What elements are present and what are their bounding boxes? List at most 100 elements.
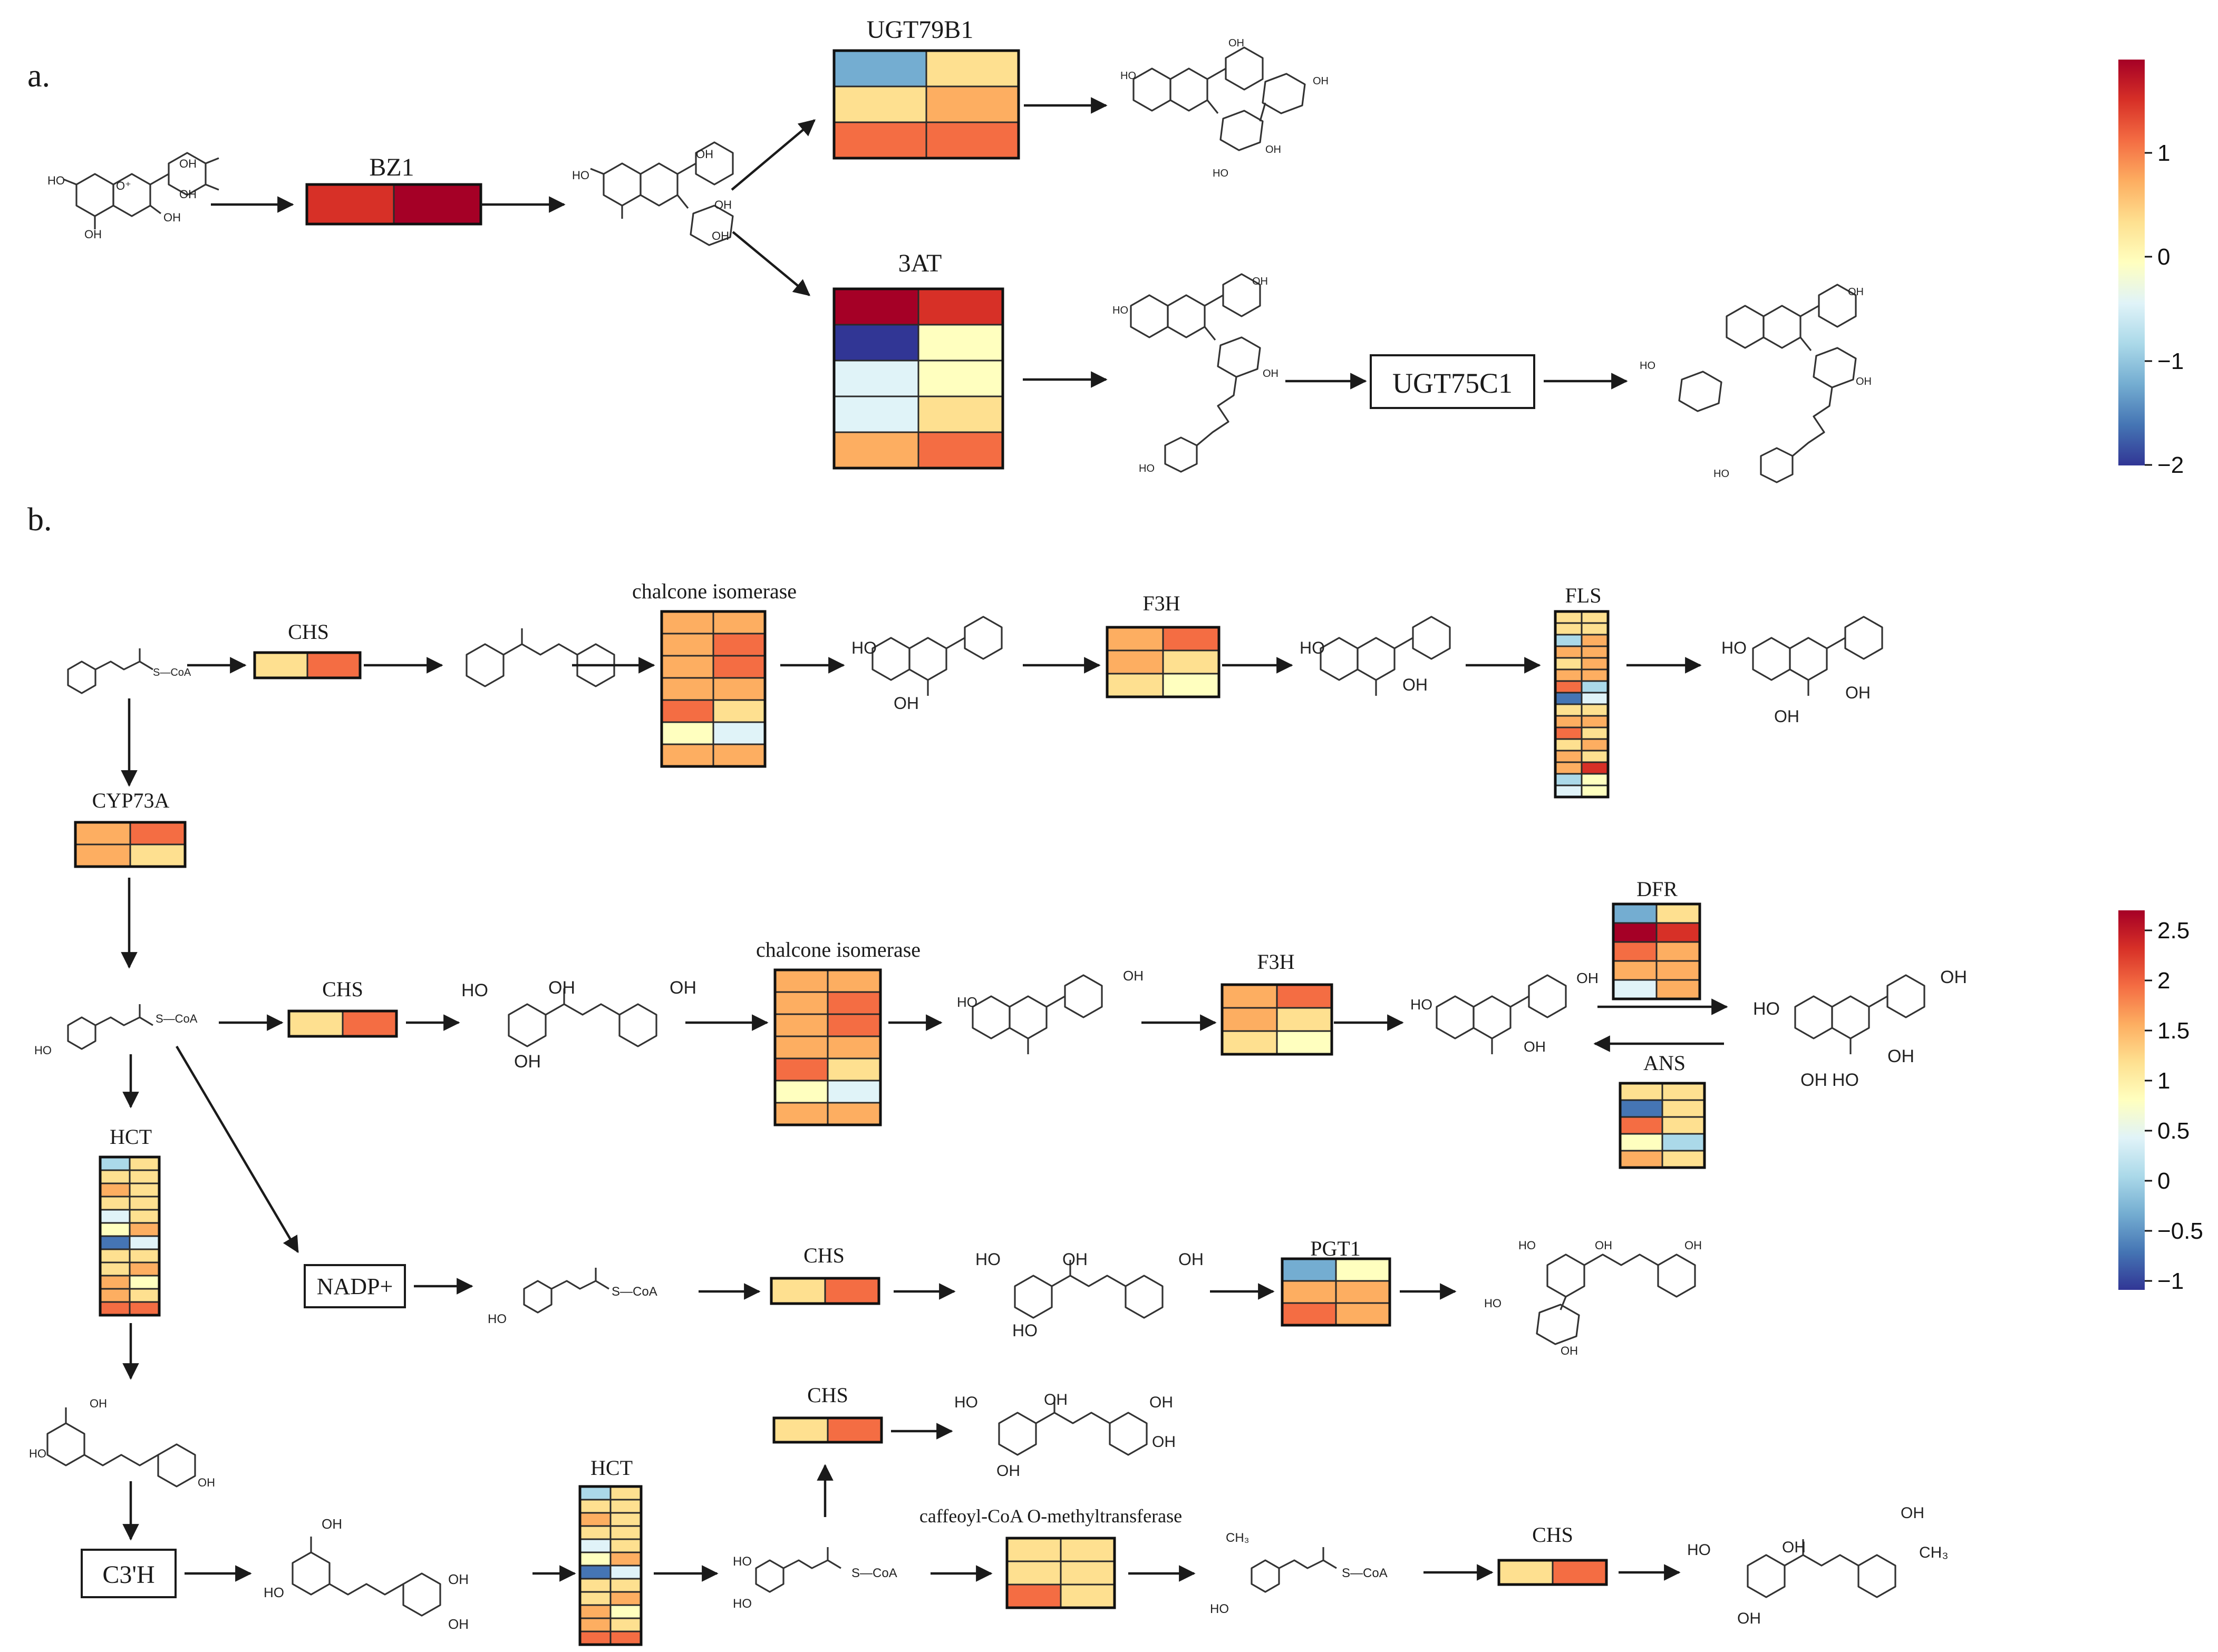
chalcone-structure	[466, 627, 615, 687]
heatmap-cell	[99, 1235, 131, 1250]
heatmap-cell	[1612, 960, 1658, 981]
chem-label: OH	[1561, 1344, 1578, 1357]
chem-label: OH	[1684, 1239, 1702, 1252]
heatmap-cell	[1554, 610, 1583, 624]
p-coumaroyl-coa-structure	[67, 1003, 154, 1050]
heatmap-chs	[287, 1009, 398, 1038]
heatmap-cell	[129, 1248, 160, 1264]
coumaroyl-diglucoside-structure	[1726, 284, 1857, 483]
heatmap-f3h	[1106, 626, 1221, 698]
heatmap-cell	[1581, 784, 1609, 798]
chem-label: OH	[1062, 1250, 1088, 1269]
heatmap-cell	[827, 969, 882, 993]
chem-label: OH	[1524, 1038, 1546, 1055]
chem-label: OH	[1152, 1433, 1176, 1451]
legend-tick-label: 0	[2157, 1168, 2170, 1194]
heatmap-cell	[1162, 649, 1220, 675]
heatmap-cell	[393, 183, 482, 225]
heatmap-cell	[1581, 750, 1609, 763]
heatmap-cell	[1106, 626, 1164, 652]
heatmap-cell	[609, 1564, 642, 1580]
enzyme-label-ugt75c1: UGT75C1	[1392, 367, 1513, 399]
heatmap-cell	[661, 610, 714, 635]
heatmap-cell	[661, 633, 714, 657]
enzyme-label-hct: HCT	[590, 1456, 633, 1480]
enzyme-label-chi: chalcone isomerase	[756, 938, 921, 961]
legend-tick-label: −1	[2157, 1268, 2184, 1294]
chem-label: OH	[448, 1571, 469, 1587]
chem-label: HO	[1518, 1239, 1536, 1252]
heatmap-bz1	[305, 183, 482, 226]
chem-label: HO	[1687, 1541, 1711, 1559]
chem-label: CH₃	[1226, 1531, 1249, 1545]
heatmap-cell	[306, 652, 361, 679]
heatmap-cyp73a	[74, 821, 187, 868]
heatmap-cell	[1335, 1302, 1391, 1326]
heatmap-cell	[1581, 657, 1609, 670]
heatmap-cell	[1006, 1560, 1062, 1586]
heatmap-cell	[579, 1591, 612, 1606]
heatmap-cell	[774, 1013, 829, 1037]
chem-label: OH	[1774, 707, 1799, 726]
chem-label: HO	[1721, 638, 1747, 657]
chem-label: HO	[488, 1312, 507, 1326]
caffeoyl-quinate-structure	[292, 1536, 441, 1617]
glucose-ring	[1678, 371, 1722, 412]
heatmap-cell	[925, 85, 1020, 123]
chem-label: OH	[1149, 1394, 1173, 1411]
heatmap-cell	[1581, 680, 1609, 694]
heatmap-cell	[1221, 984, 1278, 1009]
chem-label: HO	[957, 994, 977, 1010]
heatmap-cell	[579, 1604, 612, 1619]
heatmap-cell	[827, 991, 882, 1015]
heatmap-cell	[579, 1578, 612, 1593]
heatmap-cell	[1619, 1133, 1663, 1152]
heatmap-cell	[712, 633, 766, 657]
chem-label: OH	[1940, 967, 1967, 987]
heatmap-cell	[712, 743, 766, 767]
heatmap-border	[578, 1485, 643, 1646]
heatmap-cell	[129, 1182, 160, 1198]
enzyme-label-3at: 3AT	[898, 249, 942, 277]
chem-label: OH	[163, 211, 181, 224]
heatmap-cell	[579, 1551, 612, 1567]
heatmap-cell	[1552, 1559, 1607, 1586]
chem-label: OH	[1595, 1239, 1612, 1252]
leucopelargonidin-structure	[1794, 974, 1925, 1055]
heatmap-cell	[1006, 1583, 1062, 1609]
heatmap-cell	[1655, 960, 1701, 981]
heatmap-cell	[1612, 941, 1658, 962]
chem-label: OH	[514, 1052, 541, 1072]
heatmap-cell	[712, 721, 766, 745]
heatmap-cell	[609, 1604, 642, 1619]
chem-label: HO	[1484, 1297, 1502, 1310]
heatmap-cell	[1060, 1560, 1116, 1586]
enzyme-label-f3h: F3H	[1257, 950, 1294, 974]
heatmap-cell	[609, 1617, 642, 1632]
heatmap-border	[1612, 902, 1701, 1000]
naringenin-chalcone-structure	[508, 987, 657, 1047]
heatmap-cell	[1335, 1258, 1391, 1282]
legend-tick-label: 0	[2157, 244, 2170, 270]
heatmap-border	[74, 821, 187, 868]
heatmap-chs	[1497, 1559, 1608, 1586]
heatmap-cell	[1276, 984, 1333, 1009]
heatmap-cell	[827, 1417, 883, 1443]
chem-label: OH	[670, 978, 696, 998]
heatmap-cell	[1221, 1030, 1278, 1055]
coumaroyl-glucoside-structure	[1130, 273, 1261, 473]
heatmap-cell	[1661, 1150, 1706, 1169]
heatmap-chs	[770, 1277, 880, 1305]
heatmap-cell	[609, 1591, 642, 1606]
chem-label: HO	[851, 638, 877, 657]
enzyme-box-c3h	[81, 1549, 177, 1598]
heatmap-cell	[917, 288, 1004, 326]
chem-label: OH	[1265, 144, 1281, 156]
chem-label: HO	[1210, 1602, 1229, 1616]
legend-tick-label: 1.5	[2157, 1018, 2190, 1044]
heatmap-cell	[1060, 1537, 1116, 1562]
pinocembrin-structure	[871, 616, 1003, 697]
chem-label: HO	[34, 1044, 52, 1057]
heatmap-cell	[1554, 773, 1583, 786]
chem-label: OH	[996, 1462, 1020, 1480]
